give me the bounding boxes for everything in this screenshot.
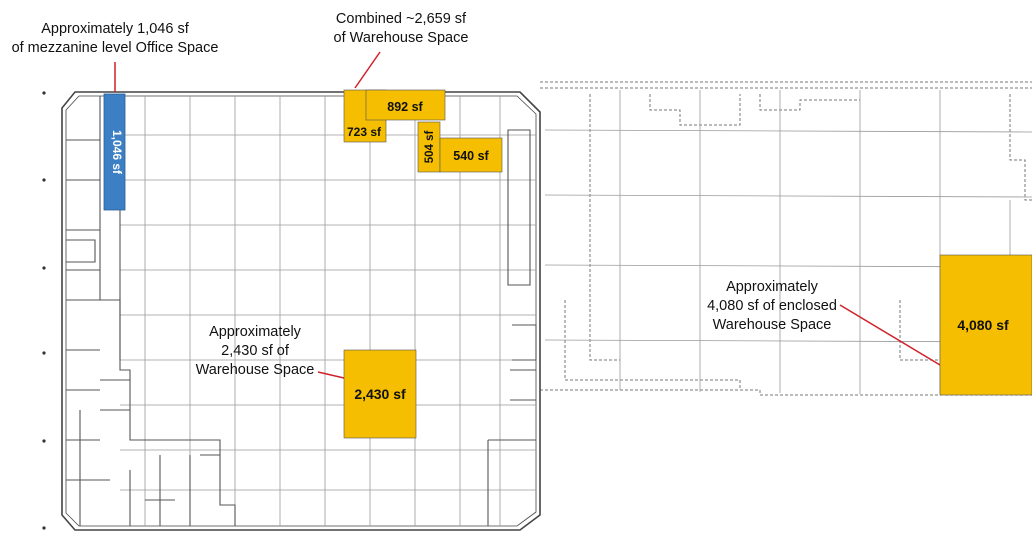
area-540-label: 540 sf [453,149,489,163]
area-892-label: 892 sf [387,100,423,114]
main-building-outline [61,91,541,531]
right-callout: Approximately 4,080 sf of enclosed Wareh… [684,278,860,335]
middle-callout: Approximately 2,430 sf of Warehouse Spac… [180,323,330,380]
office-wing-partitions [66,96,236,526]
area-2430: 2,430 sf [343,349,417,439]
area-892: 892 sf [365,89,446,121]
mezzanine-office-area: 1,046 sf [103,93,126,211]
right-callout-line2: 4,080 sf of enclosed [707,298,837,314]
combined-callout-line1: Combined ~2,659 sf [335,11,467,27]
area-4080: 4,080 sf [939,254,1032,396]
annex-grid [544,90,1032,394]
right-callout-line3: Warehouse Space [712,317,832,333]
combined-callout-line2: of Warehouse Space [333,30,469,46]
right-callout-line1: Approximately [726,279,818,295]
mezzanine-office-label: 1,046 sf [110,130,124,175]
callout-lines [114,51,946,379]
area-4080-label: 4,080 sf [957,317,1009,333]
middle-callout-line3: Warehouse Space [195,362,315,378]
area-504-label: 504 sf [424,131,436,164]
office-callout: Approximately 1,046 sf of mezzanine leve… [0,20,230,58]
area-723-label: 723 sf [347,125,382,139]
area-2430-label: 2,430 sf [354,386,406,402]
grid-markers [42,91,46,530]
main-grid [120,96,536,526]
area-504: 504 sf [417,121,441,173]
office-callout-line2: of mezzanine level Office Space [11,40,219,56]
middle-callout-line1: Approximately [209,324,301,340]
combined-callout: Combined ~2,659 sf of Warehouse Space [320,10,482,48]
middle-callout-line2: 2,430 sf of [221,343,289,359]
service-area-partitions [487,129,537,526]
office-callout-line1: Approximately 1,046 sf [41,21,189,37]
area-540: 540 sf [439,137,503,173]
